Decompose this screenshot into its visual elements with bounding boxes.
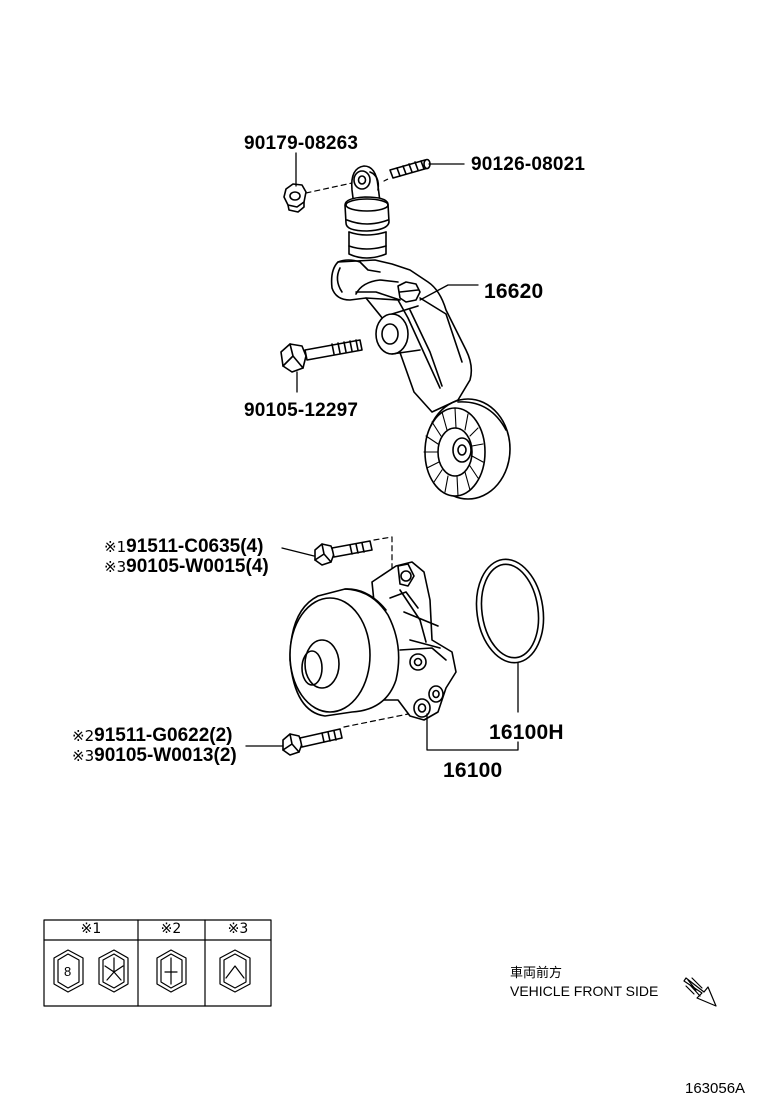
ref-mark: ※3 bbox=[72, 747, 95, 765]
hex-mark-vertical-icon bbox=[156, 949, 187, 993]
gasket-16100H bbox=[475, 558, 545, 664]
ref-mark: ※2 bbox=[72, 727, 95, 745]
legend-header-3: ※3 bbox=[227, 921, 249, 937]
part-label-stud: 90126-08021 bbox=[471, 154, 586, 175]
tensioner-assembly bbox=[280, 158, 511, 500]
bolt-90105-12297 bbox=[280, 339, 363, 373]
tensioner-cylinder bbox=[344, 196, 390, 259]
hex-mark-chevron-icon bbox=[219, 949, 251, 993]
legend-bolt-grade: 8 bbox=[64, 964, 72, 979]
hex-mark-four-line-icon bbox=[98, 949, 129, 993]
legend-header-2: ※2 bbox=[160, 921, 182, 937]
legend-table bbox=[43, 919, 272, 1007]
pump-pulley bbox=[289, 588, 400, 717]
ref-mark: ※1 bbox=[104, 538, 127, 556]
part-label-gasket: 16100H bbox=[489, 721, 564, 744]
diagram-code: 163056A bbox=[685, 1080, 746, 1097]
bolt-upper bbox=[314, 540, 373, 566]
ref-mark: ※3 bbox=[104, 558, 127, 576]
ref-number: 90105-W0015(4) bbox=[126, 556, 269, 577]
ref-upper-bolt-2: ※3 90105-W0015(4) bbox=[104, 557, 269, 576]
idler-pulley bbox=[423, 398, 511, 500]
ref-number: 91511-G0622(2) bbox=[94, 725, 233, 746]
nut-90179-08263 bbox=[283, 183, 307, 213]
part-label-nut: 90179-08263 bbox=[244, 133, 359, 154]
ref-number: 90105-W0013(2) bbox=[94, 745, 237, 766]
part-label-tensioner: 16620 bbox=[484, 280, 544, 303]
stud-90126-08021 bbox=[389, 158, 431, 179]
tensioner-bracket bbox=[330, 259, 473, 413]
front-note-en: VEHICLE FRONT SIDE bbox=[510, 983, 659, 999]
water-pump-assembly bbox=[245, 536, 545, 756]
ref-number: 91511-C0635(4) bbox=[126, 536, 264, 557]
legend-header-1: ※1 bbox=[80, 921, 102, 937]
tensioner-eye bbox=[350, 165, 381, 207]
part-label-water-pump: 16100 bbox=[443, 759, 503, 782]
front-direction-arrow-icon bbox=[683, 977, 717, 1007]
ref-lower-bolt-2: ※3 90105-W0013(2) bbox=[72, 746, 237, 765]
bolt-lower bbox=[282, 728, 343, 756]
hex-grade-8-icon bbox=[53, 949, 84, 993]
part-label-tensioner-bolt: 90105-12297 bbox=[244, 400, 359, 421]
ref-lower-bolt-1: ※2 91511-G0622(2) bbox=[72, 726, 233, 745]
front-note-jp: 車両前方 bbox=[510, 966, 563, 981]
ref-upper-bolt-1: ※1 91511-C0635(4) bbox=[104, 537, 263, 556]
